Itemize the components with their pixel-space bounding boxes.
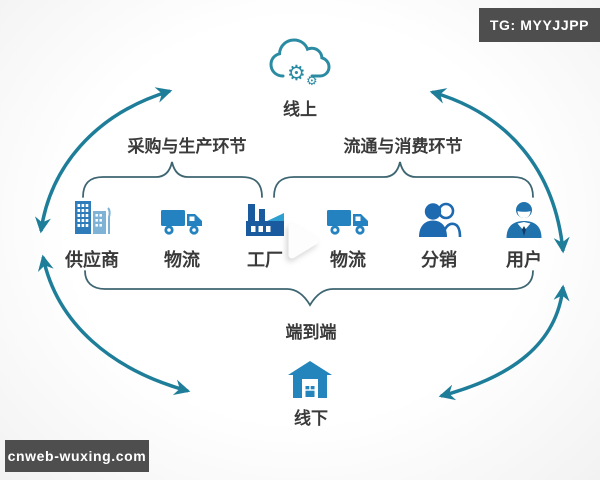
- watermark-site-badge: cnweb-wuxing.com: [5, 440, 149, 472]
- watermark-tg-badge: TG: MYYJJPP: [479, 8, 600, 42]
- watermark-site-text: cnweb-wuxing.com: [7, 448, 147, 464]
- chain-item-user: 用户: [482, 198, 566, 272]
- chain-item-label: 物流: [330, 250, 366, 270]
- warehouse-icon: [288, 360, 332, 400]
- chain-item-distribution: 分销: [397, 198, 481, 272]
- chain-item-supplier: 供应商: [50, 198, 134, 272]
- arc-left-bottom: [37, 254, 191, 396]
- chain-item-logistics-1: 物流: [140, 198, 224, 272]
- chain-item-label: 用户: [506, 250, 542, 270]
- watermark-tg-text: TG: MYYJJPP: [489, 17, 590, 33]
- chain-item-label: 供应商: [65, 250, 119, 270]
- truck-icon: [159, 198, 205, 238]
- brace-circulation: [273, 161, 534, 198]
- offline-label: 线下: [294, 409, 328, 428]
- svg-text:⚙: ⚙: [306, 74, 318, 89]
- play-button[interactable]: [287, 222, 321, 260]
- factory-icon: [244, 198, 286, 238]
- chain-item-label: 物流: [164, 250, 200, 270]
- chain-item-factory: 工厂: [223, 198, 307, 272]
- brace-end-to-end: [84, 270, 534, 307]
- arc-right-bottom: [438, 284, 570, 401]
- truck-icon: [325, 198, 371, 238]
- online-label: 线上: [283, 100, 317, 119]
- brace-procurement: [82, 161, 263, 198]
- group-label-circulation: 流通与消费环节: [343, 137, 463, 156]
- chain-item-logistics-2: 物流: [306, 198, 390, 272]
- chain-item-label: 工厂: [247, 250, 283, 270]
- chain-item-label: 分销: [421, 250, 457, 270]
- group-label-procurement: 采购与生产环节: [127, 137, 247, 156]
- people-icon: [416, 198, 462, 238]
- buildings-icon: [69, 198, 115, 238]
- businessman-icon: [504, 198, 544, 238]
- svg-text:⚙: ⚙: [287, 61, 306, 85]
- cloud-gears-icon: ⚙ ⚙: [268, 36, 332, 90]
- group-label-end-to-end: 端到端: [285, 323, 337, 342]
